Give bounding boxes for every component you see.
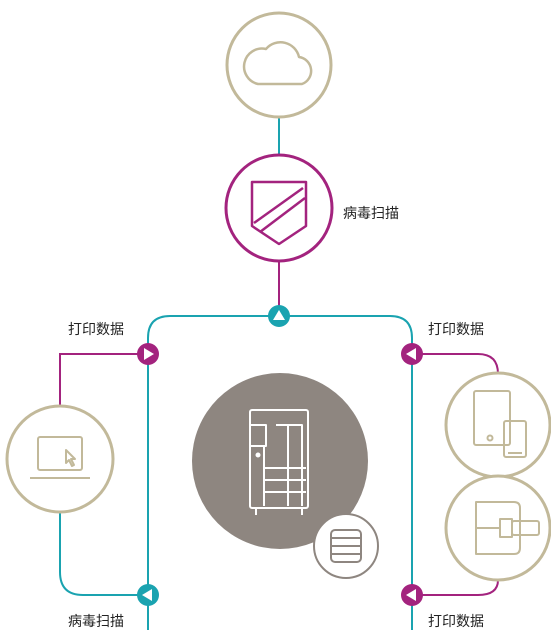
top-junction-marker <box>268 305 290 327</box>
junction-markers <box>137 305 423 606</box>
right-bottom-junction-marker <box>401 584 423 606</box>
shield-icon <box>250 180 308 246</box>
storage-icon <box>330 529 362 563</box>
mobile-devices-node <box>444 371 551 479</box>
cloud-icon <box>242 41 313 86</box>
left-top-junction-marker <box>137 343 159 365</box>
usb-node <box>444 474 551 582</box>
print-data-label-right-top: 打印数据 <box>428 322 484 338</box>
printer-node <box>192 373 368 549</box>
mobile-devices-icon <box>473 390 527 458</box>
laptop-icon <box>30 436 90 479</box>
printer-icon <box>249 409 309 515</box>
print-data-label-right-bottom: 打印数据 <box>428 614 484 630</box>
left-bottom-junction-marker <box>137 584 159 606</box>
print-data-label-left: 打印数据 <box>68 322 124 338</box>
usb-icon <box>475 501 540 555</box>
virus-scan-node <box>224 153 334 263</box>
right-top-junction-marker <box>401 343 423 365</box>
virus-scan-label-bottom: 病毒扫描 <box>68 614 124 630</box>
virus-scan-label-top: 病毒扫描 <box>343 206 399 222</box>
storage-node <box>313 513 379 579</box>
cloud-node <box>225 11 333 119</box>
laptop-node <box>5 404 115 514</box>
